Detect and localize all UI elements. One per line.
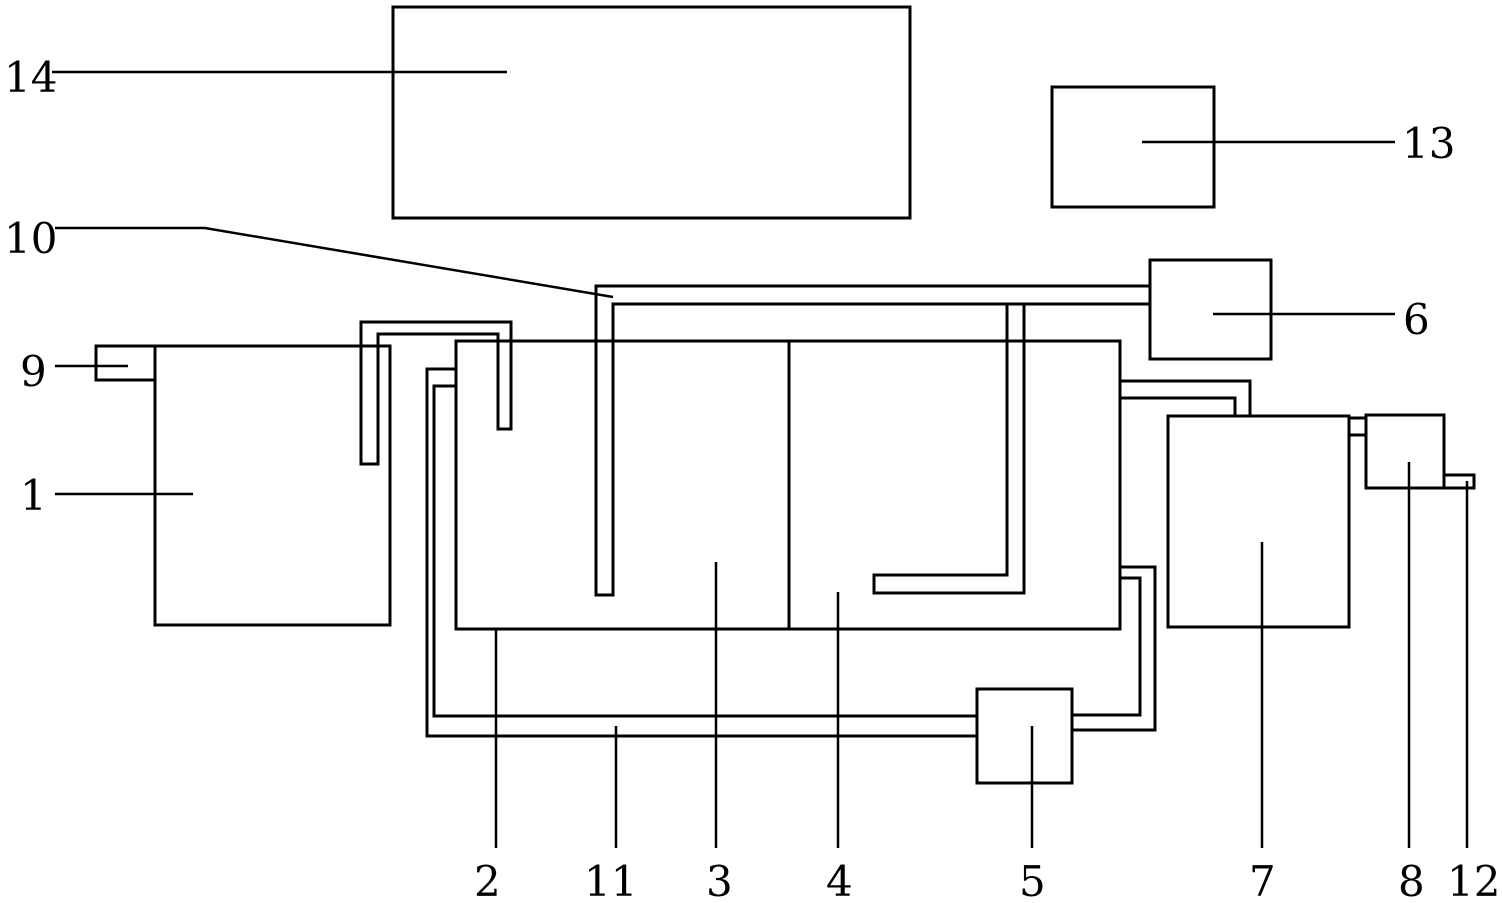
pipe-11-outer [425, 367, 977, 738]
box-13 [1050, 85, 1216, 209]
label-7: 7 [1249, 857, 1276, 903]
pipe-10 [594, 284, 1150, 597]
pipe-5-return-inner [1072, 576, 1142, 717]
box-6 [1148, 258, 1273, 361]
tank-7 [1166, 414, 1351, 629]
label-11: 11 [584, 857, 637, 903]
label-13: 13 [1402, 119, 1455, 168]
label-5: 5 [1019, 857, 1046, 903]
label-9: 9 [20, 347, 47, 396]
tank-1 [153, 344, 392, 627]
connector-7-8 [1349, 416, 1366, 437]
pipe-11-inner [432, 384, 977, 718]
label-2: 2 [474, 857, 501, 903]
label-14: 14 [4, 53, 57, 102]
label-12: 12 [1447, 857, 1500, 903]
label-10: 10 [4, 214, 57, 263]
leader-10 [55, 226, 614, 299]
label-8: 8 [1398, 857, 1425, 903]
label-3: 3 [706, 857, 733, 903]
pump-5 [975, 687, 1074, 785]
label-6: 6 [1403, 295, 1430, 344]
pipe-tank2-tank7-outer [1120, 379, 1252, 416]
outlet-12 [1444, 473, 1476, 490]
label-4: 4 [826, 857, 853, 903]
box-14 [391, 5, 912, 220]
nozzle-9 [94, 344, 155, 382]
pipe-5-return-outer [1072, 565, 1157, 732]
box-8 [1364, 413, 1446, 490]
pipe-tank2-tank7-inner [1120, 396, 1237, 416]
siphon-pipe [359, 320, 513, 466]
label-1: 1 [20, 471, 47, 520]
pipe-l-compartment-4 [872, 304, 1026, 595]
